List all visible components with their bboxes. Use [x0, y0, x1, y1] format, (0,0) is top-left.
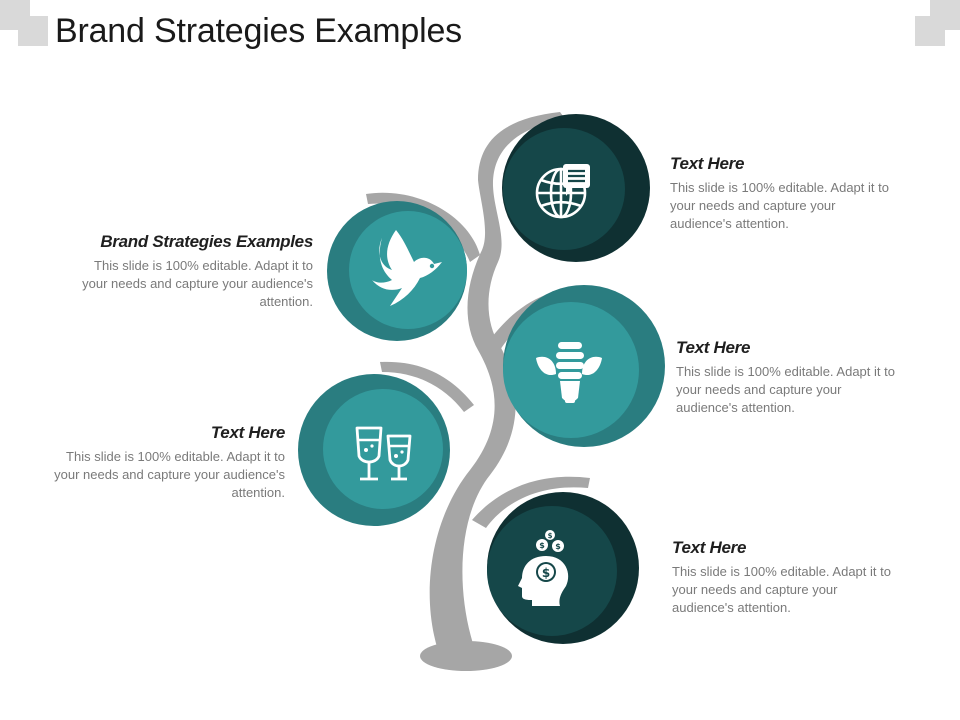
eco-bulb-icon: [536, 342, 602, 403]
wine-glasses-icon: [355, 426, 412, 481]
block-body: This slide is 100% editable. Adapt it to…: [82, 258, 313, 309]
svg-text:$: $: [555, 542, 561, 551]
block-heading: Text Here: [672, 538, 747, 557]
corner-square-top-right-inner: [915, 16, 945, 46]
svg-text:$: $: [542, 566, 550, 580]
globe-chat-icon: [535, 164, 590, 219]
corner-square-top-left-inner: [18, 16, 48, 46]
block-body: This slide is 100% editable. Adapt it to…: [676, 364, 895, 415]
block-heading: Text Here: [210, 423, 285, 442]
text-block-lower-left: Text Here This slide is 100% editable. A…: [53, 423, 285, 502]
svg-text:$: $: [548, 532, 553, 540]
svg-text:$: $: [539, 541, 545, 550]
text-block-bottom-right: Text Here This slide is 100% editable. A…: [672, 538, 900, 617]
page-title: Brand Strategies Examples: [55, 12, 462, 50]
text-block-middle-right: Text Here This slide is 100% editable. A…: [676, 338, 904, 417]
block-body: This slide is 100% editable. Adapt it to…: [670, 180, 889, 231]
node-circle-glasses: [298, 374, 450, 526]
dove-icon: [372, 230, 442, 306]
block-heading: Brand Strategies Examples: [100, 232, 313, 251]
text-block-top-right: Text Here This slide is 100% editable. A…: [670, 154, 898, 233]
block-body: This slide is 100% editable. Adapt it to…: [672, 564, 891, 615]
block-heading: Text Here: [676, 338, 751, 357]
text-block-brand-strategies: Brand Strategies Examples This slide is …: [81, 232, 313, 311]
block-body: This slide is 100% editable. Adapt it to…: [54, 449, 285, 500]
block-heading: Text Here: [670, 154, 745, 173]
money-head-icon: $ $ $ $: [518, 530, 569, 606]
